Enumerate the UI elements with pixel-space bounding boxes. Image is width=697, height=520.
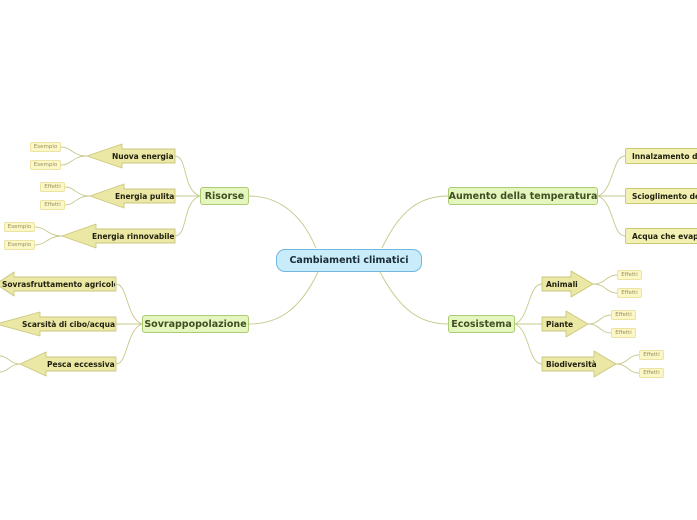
connector-nuova-energia-leaf-1 — [60, 146, 88, 157]
connector-risorse-nuova-energia — [174, 155, 201, 197]
leaf-energia-rinnovabile-1[interactable]: Esempio — [4, 222, 35, 232]
connector-ecosistema-animali — [514, 283, 543, 325]
connector-nuova-energia-leaf-2 — [60, 155, 88, 166]
arrow-shape-animali — [541, 270, 594, 298]
connector-sovrappopolazione-sovrasfruttamento — [115, 283, 143, 325]
arrow-shape-nuova-energia — [86, 143, 176, 169]
connector-pesca-offscreen-1 — [0, 355, 21, 365]
connector-central-ecosistema — [379, 271, 449, 325]
topic-risorse[interactable]: Risorse — [200, 187, 249, 205]
connector-temperatura-acqua — [597, 195, 626, 237]
connector-energia-rinnovabile-leaf-1 — [34, 226, 63, 237]
arrow-shape-energia-rinnovabile — [61, 223, 176, 249]
leaf-animali-2[interactable]: Effetti — [617, 288, 642, 298]
subtopic-animali[interactable]: Animali — [546, 279, 578, 289]
connector-central-sovrappopolazione — [248, 271, 319, 325]
subtopic-nuova-energia[interactable]: Nuova energia — [112, 151, 174, 161]
subtopic-sovrasfruttamento-agricolo[interactable]: Sovrasfruttamento agricolo — [2, 279, 115, 289]
subtopic-acqua-evapora[interactable]: Acqua che evapo — [625, 228, 697, 244]
connector-animali-leaf-2 — [592, 283, 618, 294]
leaf-energia-pulita-2[interactable]: Effetti — [40, 200, 65, 210]
connector-energia-pulita-leaf-1 — [64, 186, 91, 197]
leaf-nuova-energia-1[interactable]: Esempio — [30, 142, 61, 152]
leaf-biodiversita-2[interactable]: Effetti — [639, 368, 664, 378]
central-topic[interactable]: Cambiamenti climatici — [276, 249, 422, 272]
topic-sovrappopolazione[interactable]: Sovrappopolazione — [142, 315, 249, 333]
connector-energia-pulita-leaf-2 — [64, 195, 91, 206]
connector-temperatura-innalzamento — [597, 155, 626, 197]
arrow-shape-scarsita — [0, 311, 117, 337]
connector-animali-leaf-1 — [592, 274, 618, 285]
connector-energia-rinnovabile-leaf-2 — [34, 235, 63, 246]
leaf-piante-1[interactable]: Effetti — [611, 310, 636, 320]
connector-central-temperatura — [381, 195, 449, 249]
subtopic-scarsita-cibo-acqua[interactable]: Scarsità di cibo/acqua — [22, 319, 115, 329]
leaf-biodiversita-1[interactable]: Effetti — [639, 350, 664, 360]
leaf-animali-1[interactable]: Effetti — [617, 270, 642, 280]
connector-central-risorse — [248, 195, 317, 249]
connector-ecosistema-biodiversita — [514, 323, 543, 365]
connector-piante-leaf-2 — [587, 323, 612, 334]
leaf-energia-pulita-1[interactable]: Effetti — [40, 182, 65, 192]
leaf-nuova-energia-2[interactable]: Esempio — [30, 160, 61, 170]
arrow-shape-sovrasfruttamento — [0, 271, 117, 297]
connector-piante-leaf-1 — [587, 314, 612, 325]
subtopic-biodiversita[interactable]: Biodiversità — [546, 359, 596, 369]
subtopic-pesca-eccessiva[interactable]: Pesca eccessiva — [47, 359, 115, 369]
topic-ecosistema[interactable]: Ecosistema — [448, 315, 515, 333]
leaf-energia-rinnovabile-2[interactable]: Esempio — [4, 240, 35, 250]
connector-risorse-energia-rinnovabile — [174, 195, 201, 237]
connector-pesca-offscreen-2 — [0, 363, 21, 373]
connector-biodiversita-leaf-1 — [615, 354, 640, 365]
leaf-piante-2[interactable]: Effetti — [611, 328, 636, 338]
subtopic-scioglimento[interactable]: Scioglimento dei — [625, 188, 697, 204]
connector-sovrappopolazione-pesca — [115, 323, 143, 365]
connector-biodiversita-leaf-2 — [615, 363, 640, 374]
topic-aumento-temperatura[interactable]: Aumento della temperatura — [448, 187, 598, 205]
subtopic-energia-pulita[interactable]: Energia pulita — [115, 191, 174, 201]
subtopic-energia-rinnovabile[interactable]: Energia rinnovabile — [92, 231, 174, 241]
arrow-shape-pesca — [19, 351, 117, 377]
subtopic-piante[interactable]: Piante — [546, 319, 574, 329]
subtopic-innalzamento[interactable]: Innalzamento del — [625, 148, 697, 164]
arrow-shape-energia-pulita — [89, 183, 176, 209]
arrow-shape-piante — [541, 310, 589, 338]
arrow-shape-biodiversita — [541, 350, 617, 378]
